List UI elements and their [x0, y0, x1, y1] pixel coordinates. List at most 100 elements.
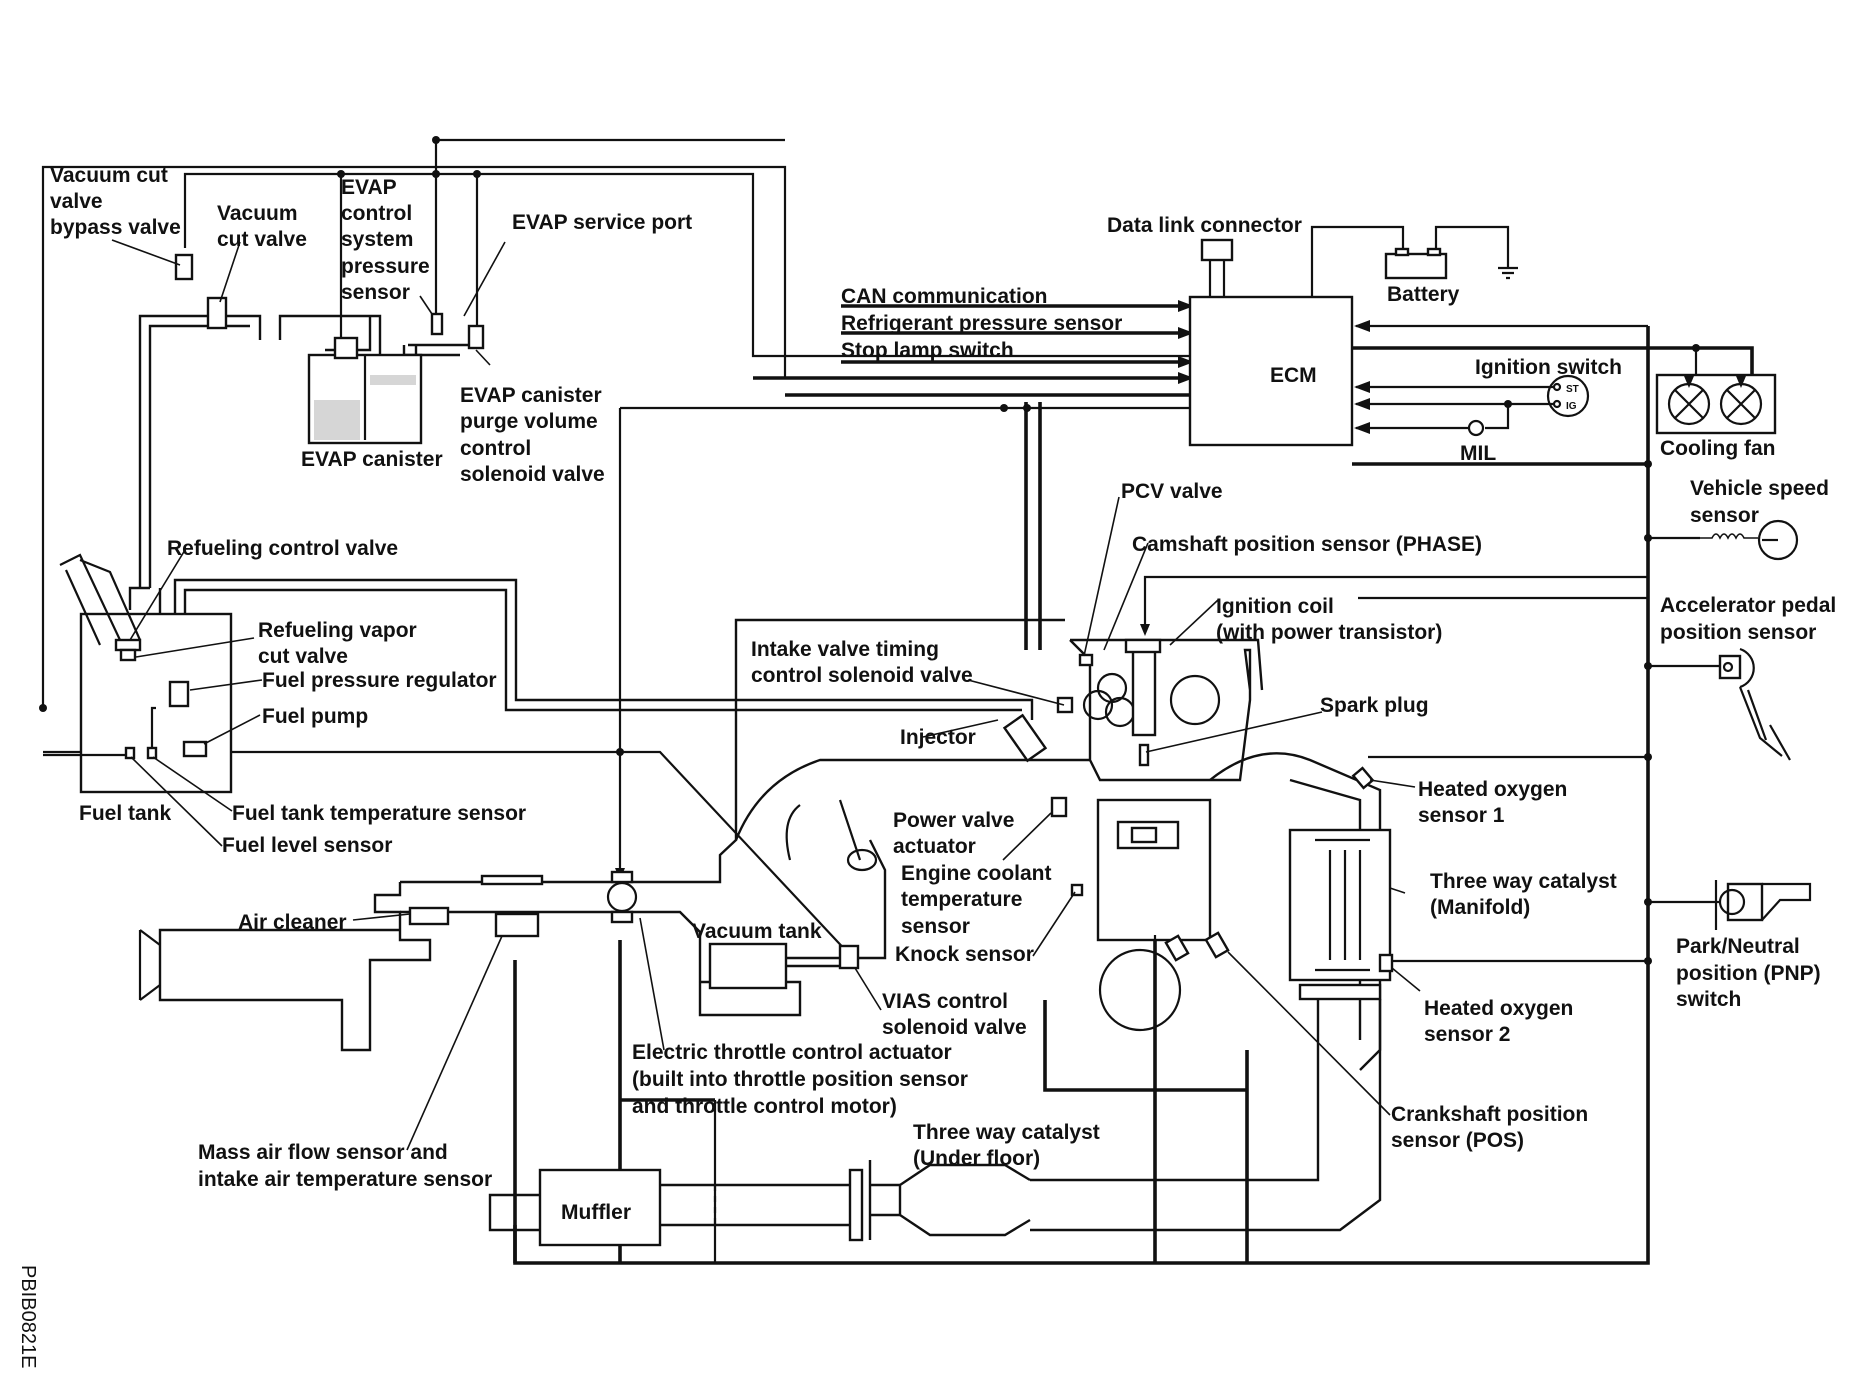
fuel-tank-icon	[79, 612, 233, 794]
vacuum-cut-bypass-label-2: valve	[50, 190, 103, 213]
injector-label: Injector	[900, 726, 976, 749]
spark-plug-label: Spark plug	[1320, 694, 1429, 717]
canister-control-valve-icon	[333, 336, 359, 360]
exhaust-system	[488, 766, 1394, 1247]
heated-oxygen-sensor-2-label-1: Heated oxygen	[1424, 997, 1573, 1020]
pcv-valve-icon	[1078, 653, 1094, 667]
power-valve-actuator-icon	[846, 848, 878, 872]
evap-pressure-sensor-label-2: control	[341, 202, 412, 225]
air-cleaner-icon	[408, 906, 450, 926]
figure-code: PBIB0821E	[17, 1265, 39, 1368]
evap-purge-valve-label-4: solenoid valve	[460, 463, 605, 486]
vacuum-tank-label: Vacuum tank	[692, 920, 822, 943]
refrigerant-pressure-sensor-label: Refrigerant pressure sensor	[841, 312, 1122, 335]
speedometer-icon	[1757, 519, 1799, 561]
muffler-icon	[538, 1168, 662, 1247]
mass-air-flow-sensor-label-1: Mass air flow sensor and	[198, 1141, 448, 1164]
vias-solenoid-label-1: VIAS control	[882, 990, 1008, 1013]
data-link-connector-label: Data link connector	[1107, 214, 1302, 237]
ecm-box	[1188, 295, 1354, 447]
crankshaft-position-sensor-label-2: sensor (POS)	[1391, 1129, 1524, 1152]
battery-icon	[1384, 252, 1448, 280]
engine-coolant-temperature-sensor-icon	[1050, 796, 1068, 818]
heated-oxygen-sensor-2-icon	[1378, 953, 1394, 973]
fuel-pump-icon	[182, 740, 208, 758]
ignition-switch-ig-label: IG	[1566, 401, 1577, 412]
vias-solenoid-icon	[838, 944, 860, 970]
pnp-switch-label-2: position (PNP)	[1676, 962, 1821, 985]
throttle-actuator-label-2: (built into throttle position sensor	[632, 1068, 968, 1091]
cooling-fan-label: Cooling fan	[1660, 437, 1775, 460]
pnp-switch-label-3: switch	[1676, 988, 1741, 1011]
engine	[1002, 638, 1382, 1071]
throttle-actuator-label-3: and throttle control motor)	[632, 1095, 897, 1118]
stop-lamp-switch-label: Stop lamp switch	[841, 339, 1014, 362]
three-way-catalyst-manifold-label-2: (Manifold)	[1430, 896, 1530, 919]
vias-solenoid-label-2: solenoid valve	[882, 1016, 1027, 1039]
three-way-catalyst-manifold-label-1: Three way catalyst	[1430, 870, 1617, 893]
evap-purge-valve-label-2: purge volume	[460, 410, 598, 433]
ignition-switch-label: Ignition switch	[1475, 356, 1622, 379]
fuel-system	[39, 553, 233, 794]
injector-icon	[1002, 713, 1048, 763]
vehicle-speed-sensor-label-1: Vehicle speed	[1690, 477, 1829, 500]
refueling-control-valve-icon	[114, 638, 142, 652]
refueling-vapor-cut-valve-label-2: cut valve	[258, 645, 348, 668]
vacuum-cut-valve-label-2: cut valve	[217, 228, 307, 251]
data-link-connector-plug	[1200, 238, 1234, 262]
intake-valve-timing-solenoid-icon	[1056, 696, 1074, 714]
pressure-sensor-icon	[430, 312, 444, 336]
three-way-catalyst-underfloor-label-2: (Under floor)	[913, 1147, 1040, 1170]
flange-icon	[848, 1168, 864, 1242]
evap-pressure-sensor-label-5: sensor	[341, 281, 410, 304]
muffler-label: Muffler	[561, 1201, 631, 1224]
knock-sensor-icon	[1070, 883, 1084, 897]
fuel-pressure-regulator-label: Fuel pressure regulator	[262, 669, 497, 692]
camshaft-position-sensor-label: Camshaft position sensor (PHASE)	[1132, 533, 1482, 556]
pnp-switch-label-1: Park/Neutral	[1676, 935, 1800, 958]
vacuum-cut-valve-label-1: Vacuum	[217, 202, 298, 225]
vehicle-speed-sensor-label-2: sensor	[1690, 504, 1759, 527]
fuel-pump-label: Fuel pump	[262, 705, 368, 728]
refueling-vapor-cut-valve-label-1: Refueling vapor	[258, 619, 417, 642]
intake-valve-timing-label-2: control solenoid valve	[751, 664, 973, 687]
spark-plug-icon	[1138, 743, 1150, 767]
evap-canister-label: EVAP canister	[301, 448, 443, 471]
ecm-label: ECM	[1270, 364, 1317, 387]
ignition-switch-st-label: ST	[1566, 384, 1579, 395]
accelerator-pedal-icon	[1718, 654, 1742, 680]
evap-pressure-sensor-label-3: system	[341, 228, 413, 251]
accelerator-pedal-label-1: Accelerator pedal	[1660, 594, 1836, 617]
labels: ECM Data link connector Battery Ignition…	[17, 164, 1836, 1368]
fuel-tank-label: Fuel tank	[79, 802, 172, 825]
three-way-catalyst-underfloor-label-1: Three way catalyst	[913, 1121, 1100, 1144]
intake-valve-timing-label-1: Intake valve timing	[751, 638, 939, 661]
evap-pressure-sensor-label-1: EVAP	[341, 176, 397, 199]
accelerator-pedal-label-2: position sensor	[1660, 621, 1816, 644]
engine-coolant-sensor-label-2: temperature	[901, 888, 1022, 911]
heated-oxygen-sensor-2-label-2: sensor 2	[1424, 1023, 1510, 1046]
refueling-vapor-cut-valve-icon	[119, 648, 137, 662]
evap-purge-valve-label-1: EVAP canister	[460, 384, 602, 407]
vacuum-cut-bypass-label-1: Vacuum cut	[50, 164, 168, 187]
evap-purge-valve-label-3: control	[460, 437, 531, 460]
fuel-pressure-regulator-icon	[168, 680, 190, 708]
purge-valve-icon	[467, 324, 485, 350]
heated-oxygen-sensor-1-label-1: Heated oxygen	[1418, 778, 1567, 801]
three-way-catalyst-manifold-icon	[1288, 828, 1392, 982]
mil-lamp-icon	[1467, 419, 1485, 437]
battery-label: Battery	[1387, 283, 1460, 306]
power-valve-actuator-label-1: Power valve	[893, 809, 1014, 832]
fuel-level-sensor-label: Fuel level sensor	[222, 834, 392, 857]
engine-coolant-sensor-label-3: sensor	[901, 915, 970, 938]
fuel-level-sensor-icon	[124, 746, 136, 760]
crankshaft-position-sensor-label-1: Crankshaft position	[1391, 1103, 1588, 1126]
refueling-control-valve-label: Refueling control valve	[167, 537, 398, 560]
vacuum-cut-bypass-label-3: bypass valve	[50, 216, 181, 239]
wire-vacuum-bypass	[183, 172, 1190, 358]
can-communication-label: CAN communication	[841, 285, 1048, 308]
ignition-switch-icon	[1546, 374, 1590, 418]
engine-coolant-sensor-label-1: Engine coolant	[901, 862, 1052, 885]
ignition-coil-label-2: (with power transistor)	[1216, 621, 1442, 644]
